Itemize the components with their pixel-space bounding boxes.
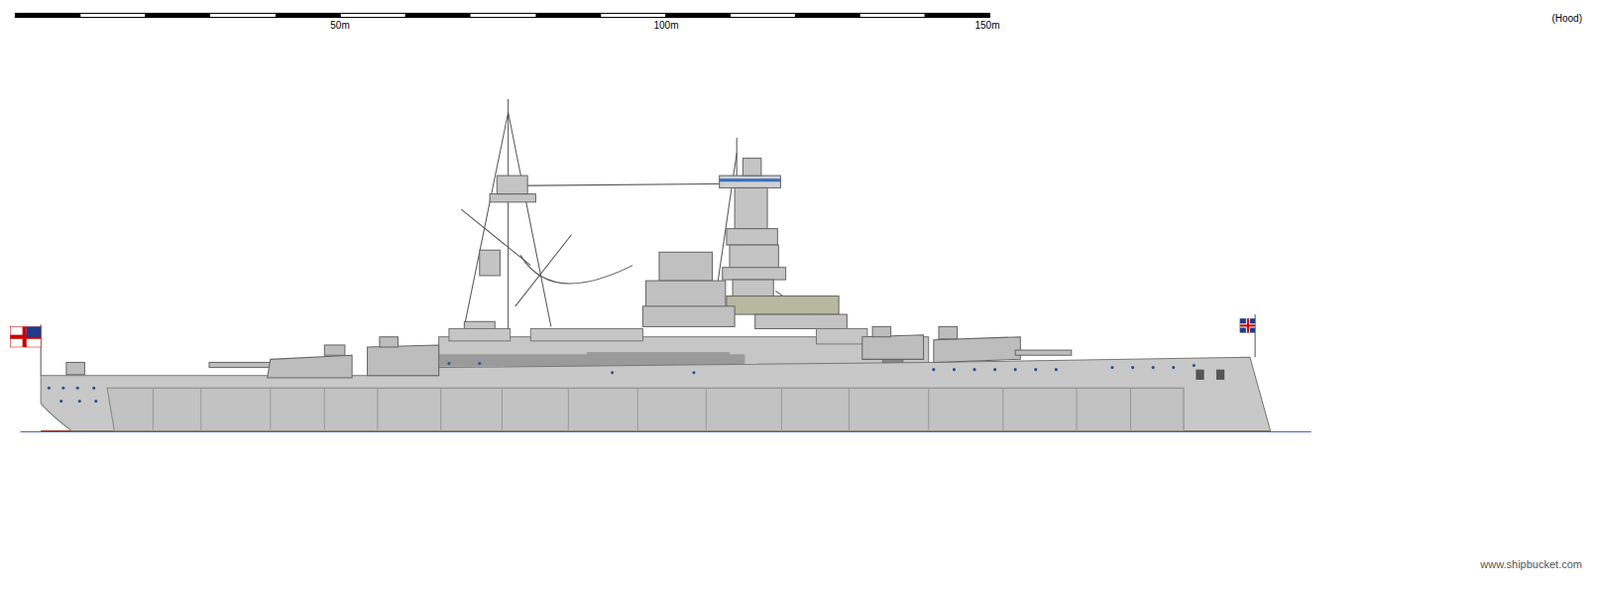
scale-label: 150m <box>974 19 1000 32</box>
scale-bar <box>14 12 990 17</box>
watermark: www.shipbucket.com <box>1480 558 1583 571</box>
ship-name: (Hood) <box>1551 12 1583 25</box>
scale-label: 100m <box>653 19 679 32</box>
scale-label: 50m <box>330 19 349 32</box>
